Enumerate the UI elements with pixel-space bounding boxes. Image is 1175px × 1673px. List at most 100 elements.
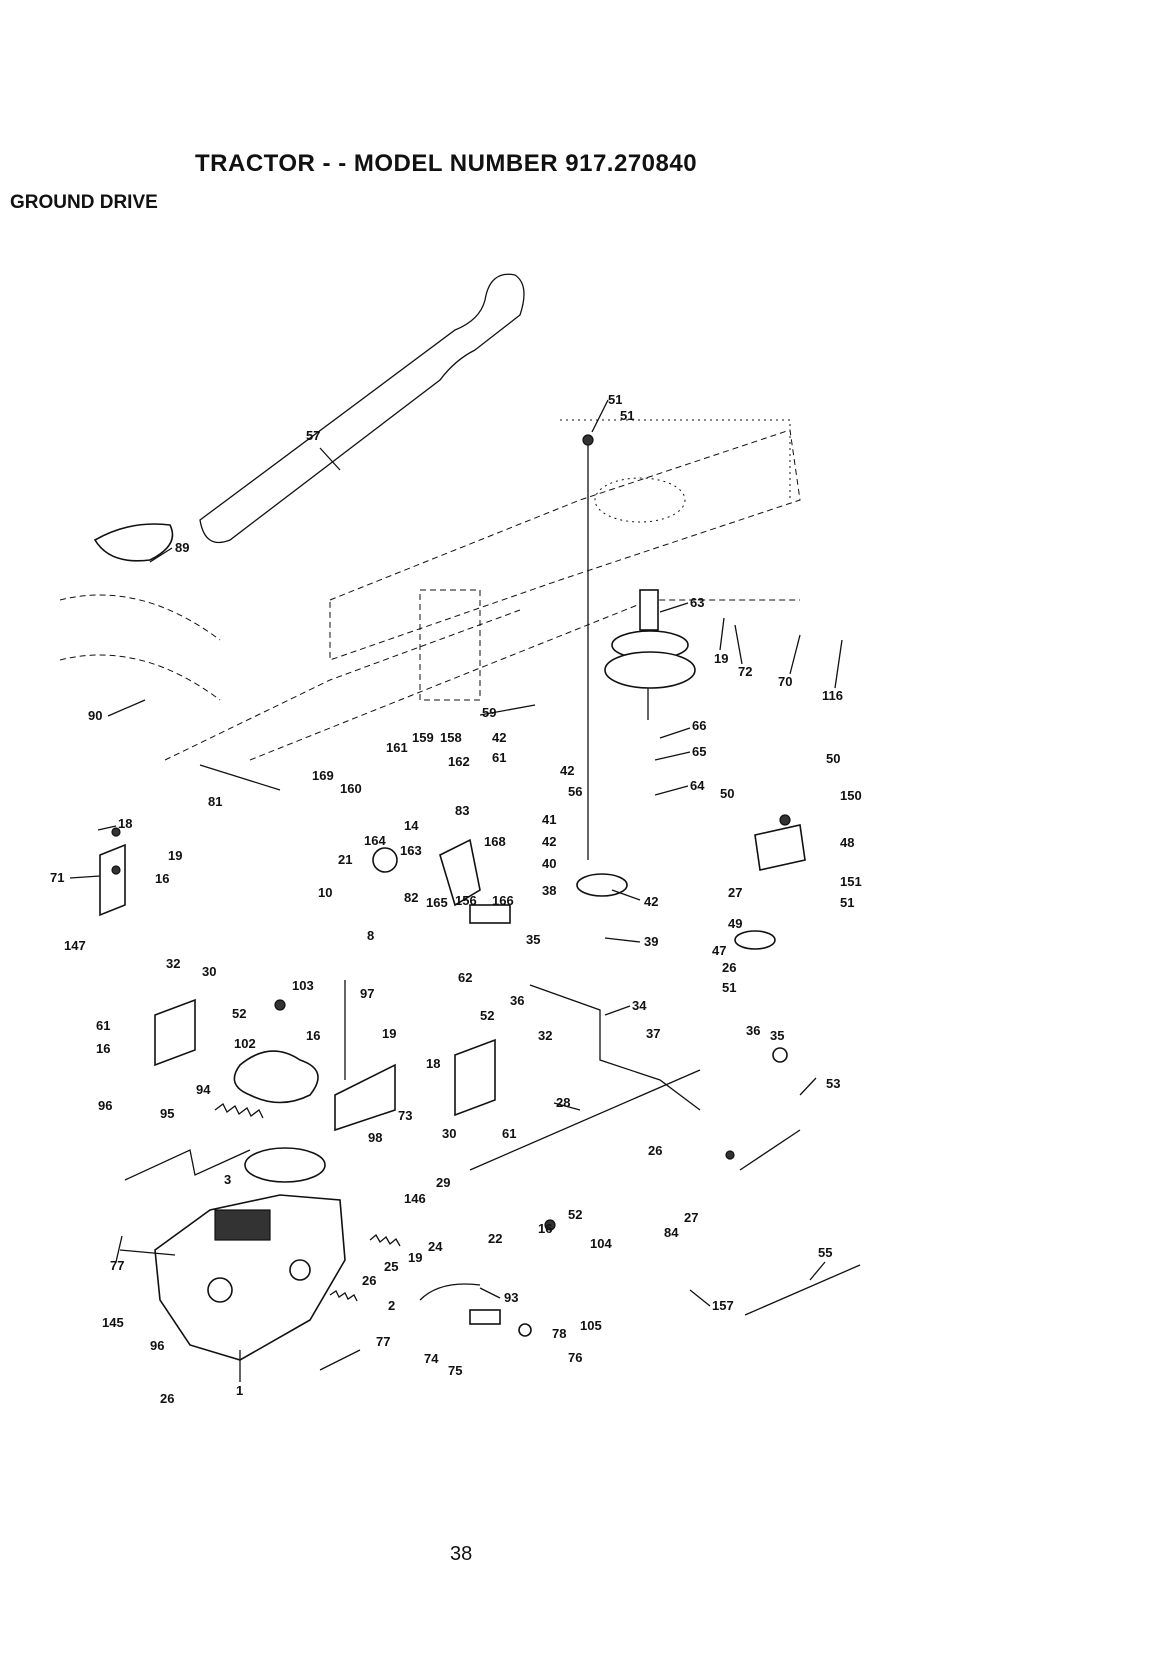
callout-52b: 52 [480,1008,494,1023]
callout-19c: 19 [382,1026,396,1041]
callout-16d: 16 [538,1221,552,1236]
callout-37: 37 [646,1026,660,1041]
page-title: TRACTOR - - MODEL NUMBER 917.270840 [195,150,698,177]
callout-19b: 19 [168,848,182,863]
callout-35b: 35 [770,1028,784,1043]
callout-64: 64 [690,778,705,793]
callout-83: 83 [455,803,469,818]
callout-59: 59 [482,705,496,720]
callout-29: 29 [436,1175,450,1190]
leader-lines [69,399,843,1382]
callout-56: 56 [568,784,582,799]
callout-71: 71 [50,870,64,885]
callout-168: 168 [484,834,506,849]
callout-42b: 42 [560,763,574,778]
callout-34: 34 [632,998,647,1013]
hardware [111,434,791,1337]
callout-162: 162 [448,754,470,769]
callout-70: 70 [778,674,792,689]
callout-163: 163 [400,843,422,858]
callout-22: 22 [488,1231,502,1246]
brackets [99,824,806,1132]
callout-77b: 77 [376,1334,390,1349]
callout-41: 41 [542,812,556,827]
callout-103: 103 [292,978,314,993]
callout-50: 50 [720,786,734,801]
callout-32b: 32 [538,1028,552,1043]
transaxle [119,1194,361,1371]
callout-96: 96 [98,1098,112,1113]
callout-96b: 96 [150,1338,164,1353]
callout-52: 52 [232,1006,246,1021]
callout-1: 1 [236,1383,243,1398]
callout-50b: 50 [826,751,840,766]
levers-and-rods [124,764,861,1316]
callout-105: 105 [580,1318,602,1333]
callout-42c: 42 [542,834,556,849]
callout-104: 104 [590,1236,612,1251]
frame-outline [164,419,801,761]
callout-26b: 26 [648,1143,662,1158]
callout-95: 95 [160,1106,174,1121]
callout-19: 19 [714,651,728,666]
callout-151: 151 [840,874,862,889]
callout-16c: 16 [306,1028,320,1043]
callout-84: 84 [664,1225,679,1240]
callout-27: 27 [728,885,742,900]
callout-32: 32 [166,956,180,971]
callout-74: 74 [424,1351,439,1366]
callout-49: 49 [728,916,742,931]
callout-35: 35 [526,932,540,947]
callout-57: 57 [306,428,320,443]
callout-42: 42 [492,730,506,745]
callout-16: 16 [155,871,169,886]
callout-160: 160 [340,781,362,796]
callout-19d: 19 [408,1250,422,1265]
callout-63: 63 [690,595,704,610]
callout-40: 40 [542,856,556,871]
callout-38: 38 [542,883,556,898]
callout-164: 164 [364,833,386,848]
callout-61: 61 [492,750,506,765]
callout-166: 166 [492,893,514,908]
callout-36: 36 [510,993,524,1008]
callout-61b: 61 [96,1018,110,1033]
callout-158: 158 [440,730,462,745]
callout-24: 24 [428,1239,443,1254]
springs [214,1103,401,1302]
callout-93: 93 [504,1290,518,1305]
callout-89: 89 [175,540,189,555]
callout-76: 76 [568,1350,582,1365]
callout-52c: 52 [568,1207,582,1222]
callout-116: 116 [822,688,843,703]
callout-98: 98 [368,1130,382,1145]
callout-8: 8 [367,928,374,943]
callout-97: 97 [360,986,374,1001]
callout-30b: 30 [442,1126,456,1141]
callout-81: 81 [208,794,222,809]
callout-25: 25 [384,1259,398,1274]
callout-159: 159 [412,730,434,745]
callout-73: 73 [398,1108,412,1123]
callout-10: 10 [318,885,332,900]
fender [59,523,221,701]
callout-3: 3 [224,1172,231,1187]
callout-147: 147 [64,938,86,953]
callout-26c: 26 [362,1273,376,1288]
callout-26: 26 [722,960,736,975]
callout-51b: 51 [620,408,634,423]
callout-47: 47 [712,943,726,958]
callout-21: 21 [338,852,352,867]
callout-90: 90 [88,708,102,723]
callout-55: 55 [818,1245,832,1260]
callout-39: 39 [644,934,658,949]
callout-27b: 27 [684,1210,698,1225]
callout-36b: 36 [746,1023,760,1038]
callout-78: 78 [552,1326,566,1341]
section-heading: GROUND DRIVE [10,192,158,213]
callout-42d: 42 [644,894,658,909]
callout-51d: 51 [722,980,736,995]
drive-belt [199,273,525,544]
callout-14: 14 [404,818,419,833]
callout-165: 165 [426,895,448,910]
